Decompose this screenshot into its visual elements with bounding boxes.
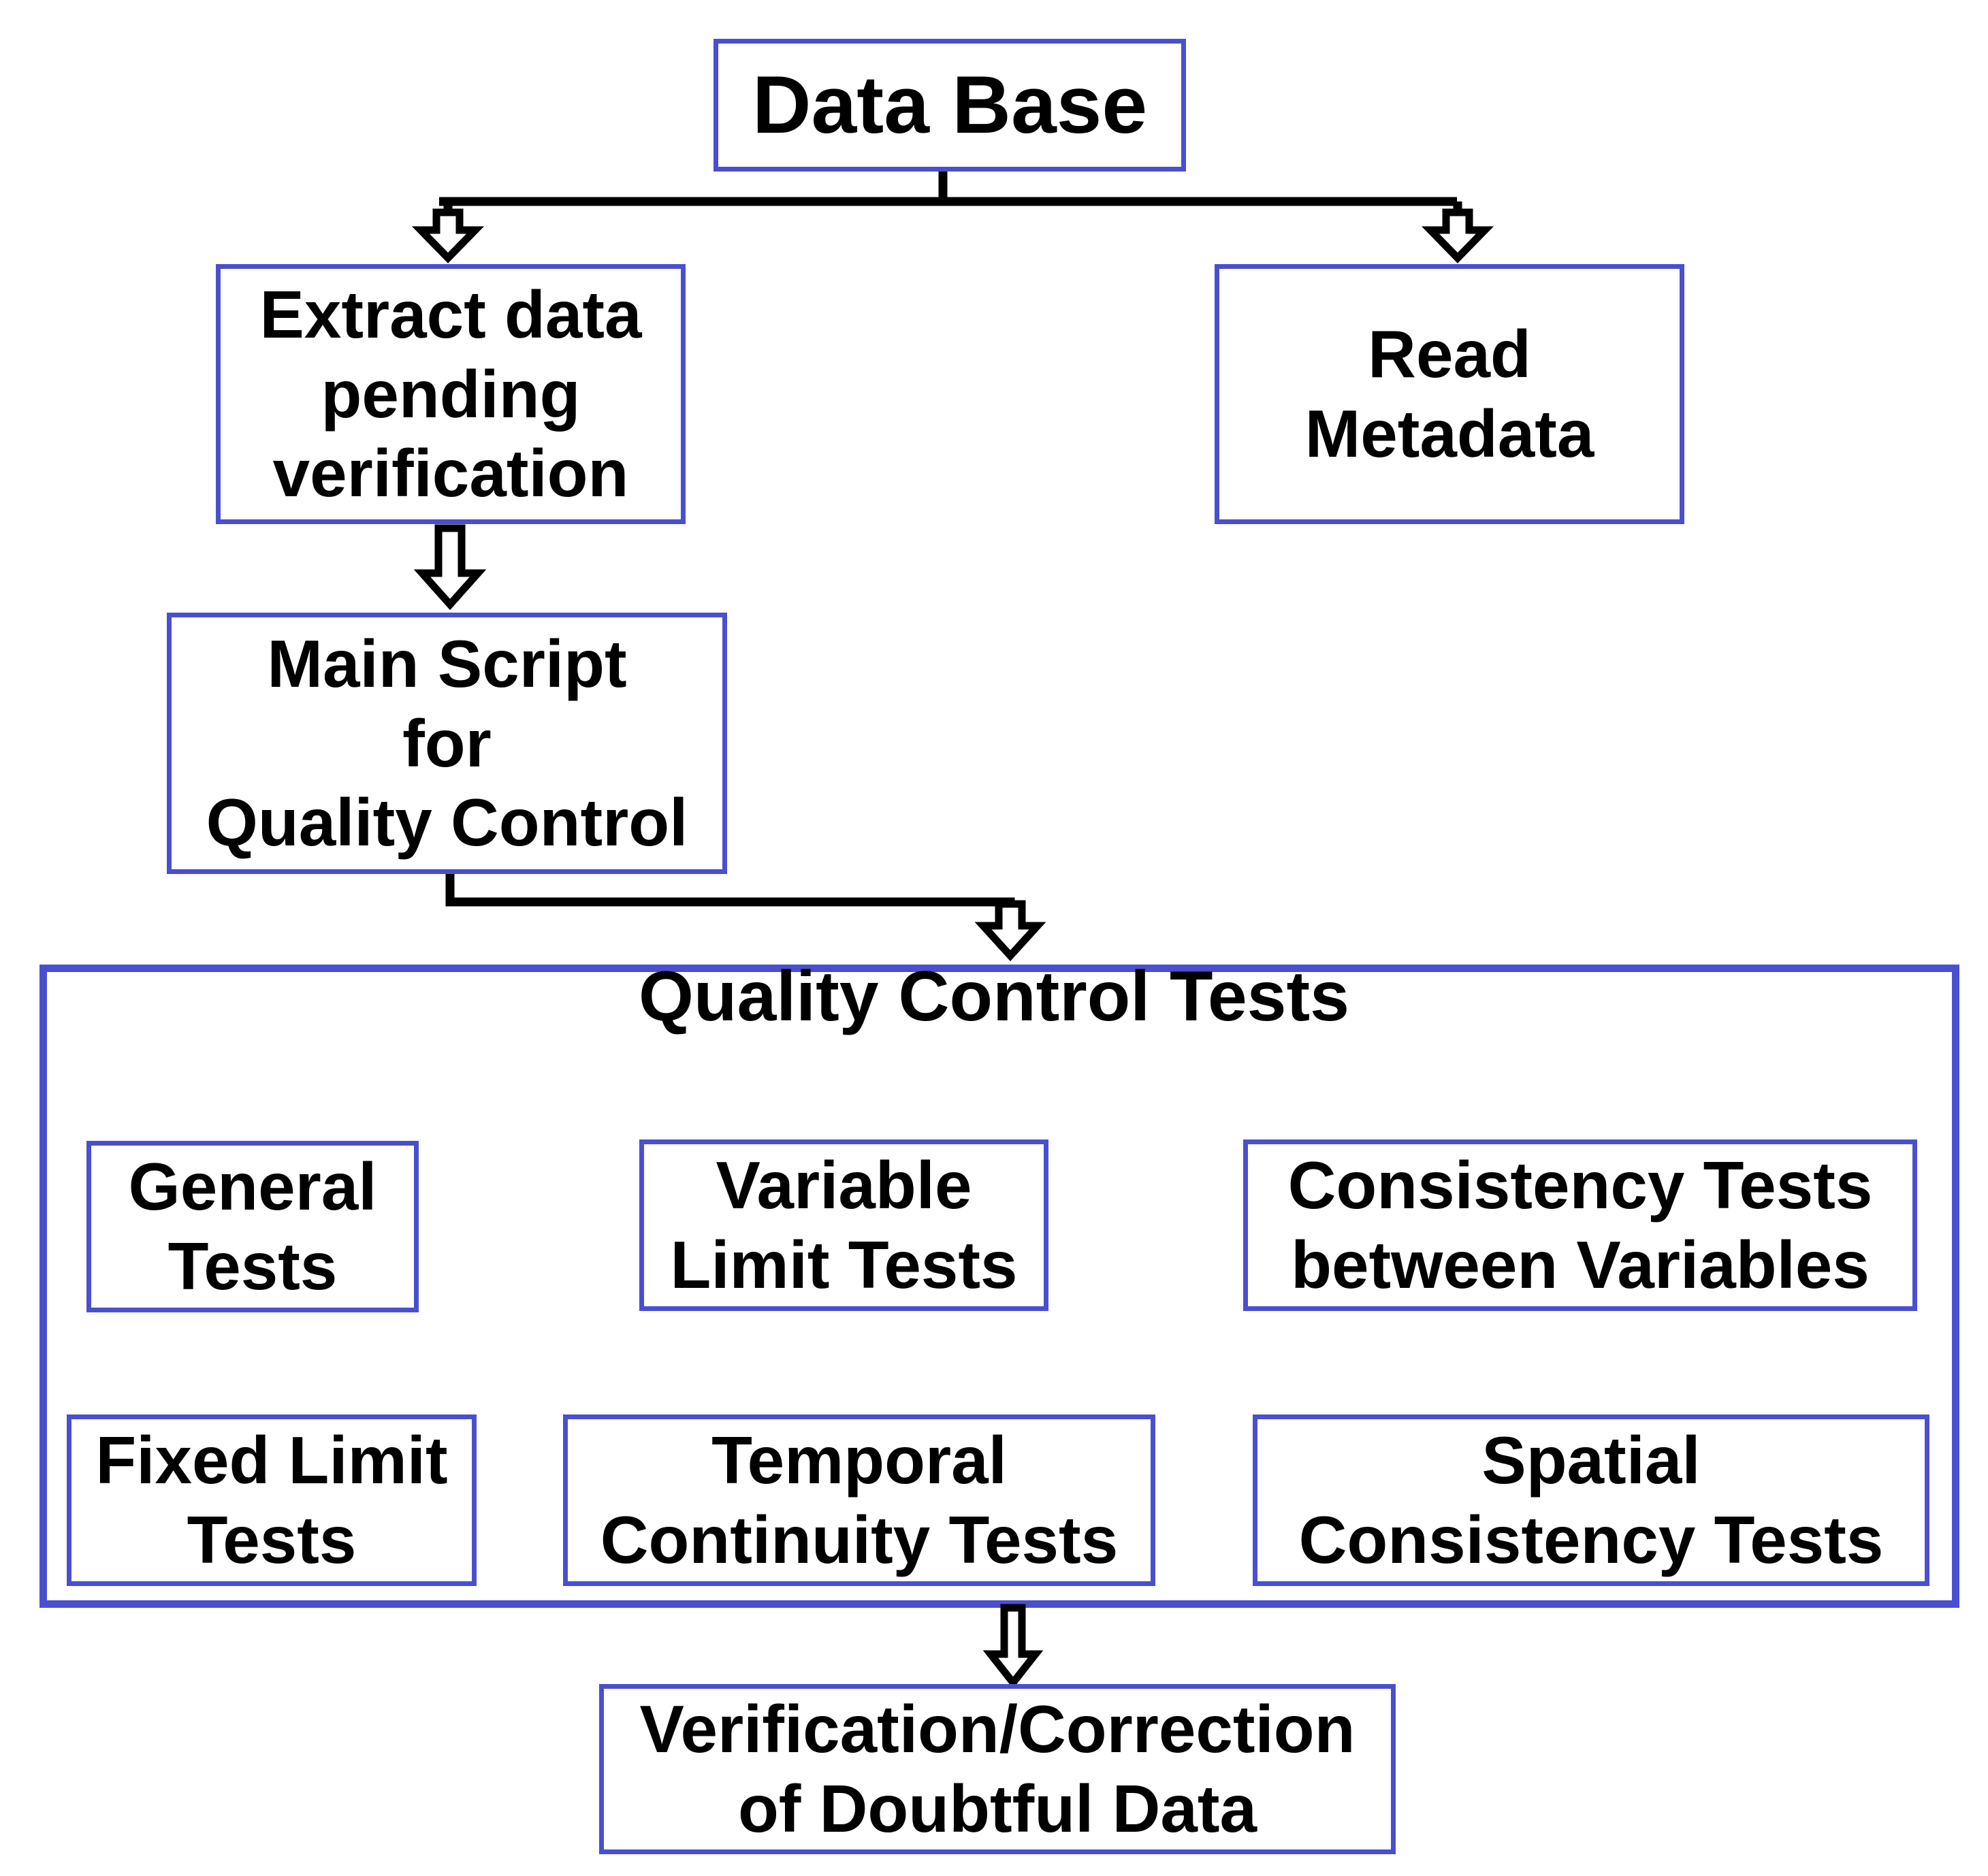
verification-correction-label: Verification/Correction of Doubtful Data — [639, 1692, 1356, 1846]
fixed-limit-tests-box: Fixed Limit Tests — [67, 1414, 477, 1586]
arrow-to-read-metadata — [1421, 208, 1494, 263]
main-script-box: Main Script for Quality Control — [167, 613, 727, 874]
connector-mainscript-to-qctests — [445, 873, 1015, 908]
data-base-label: Data Base — [752, 59, 1148, 151]
arrow-to-qc-tests — [974, 900, 1046, 962]
spatial-consistency-tests-box: Spatial Consistency Tests — [1253, 1414, 1929, 1586]
arrow-to-verification — [982, 1604, 1044, 1689]
read-metadata-box: Read Metadata — [1215, 264, 1684, 524]
data-base-box: Data Base — [714, 39, 1186, 172]
verification-correction-box: Verification/Correction of Doubtful Data — [599, 1684, 1396, 1854]
consistency-tests-label: Consistency Tests between Variables — [1287, 1148, 1873, 1302]
read-metadata-label: Read Metadata — [1304, 317, 1594, 471]
connector-database-split — [439, 170, 1462, 216]
consistency-tests-box: Consistency Tests between Variables — [1243, 1139, 1917, 1311]
variable-limit-tests-box: Variable Limit Tests — [639, 1139, 1048, 1311]
main-script-label: Main Script for Quality Control — [206, 626, 688, 860]
spatial-consistency-tests-label: Spatial Consistency Tests — [1298, 1423, 1884, 1577]
temporal-continuity-tests-label: Temporal Continuity Tests — [600, 1423, 1119, 1577]
arrow-to-main-script — [413, 524, 487, 611]
variable-limit-tests-label: Variable Limit Tests — [670, 1148, 1018, 1302]
arrow-to-extract-data — [411, 208, 485, 263]
general-tests-label: General Tests — [128, 1149, 377, 1304]
quality-control-tests-title: Quality Control Tests — [639, 957, 1349, 1036]
extract-data-label: Extract data pending verification — [259, 277, 642, 511]
temporal-continuity-tests-box: Temporal Continuity Tests — [563, 1414, 1155, 1586]
fixed-limit-tests-label: Fixed Limit Tests — [95, 1423, 448, 1577]
extract-data-box: Extract data pending verification — [216, 264, 686, 524]
general-tests-box: General Tests — [86, 1141, 419, 1312]
